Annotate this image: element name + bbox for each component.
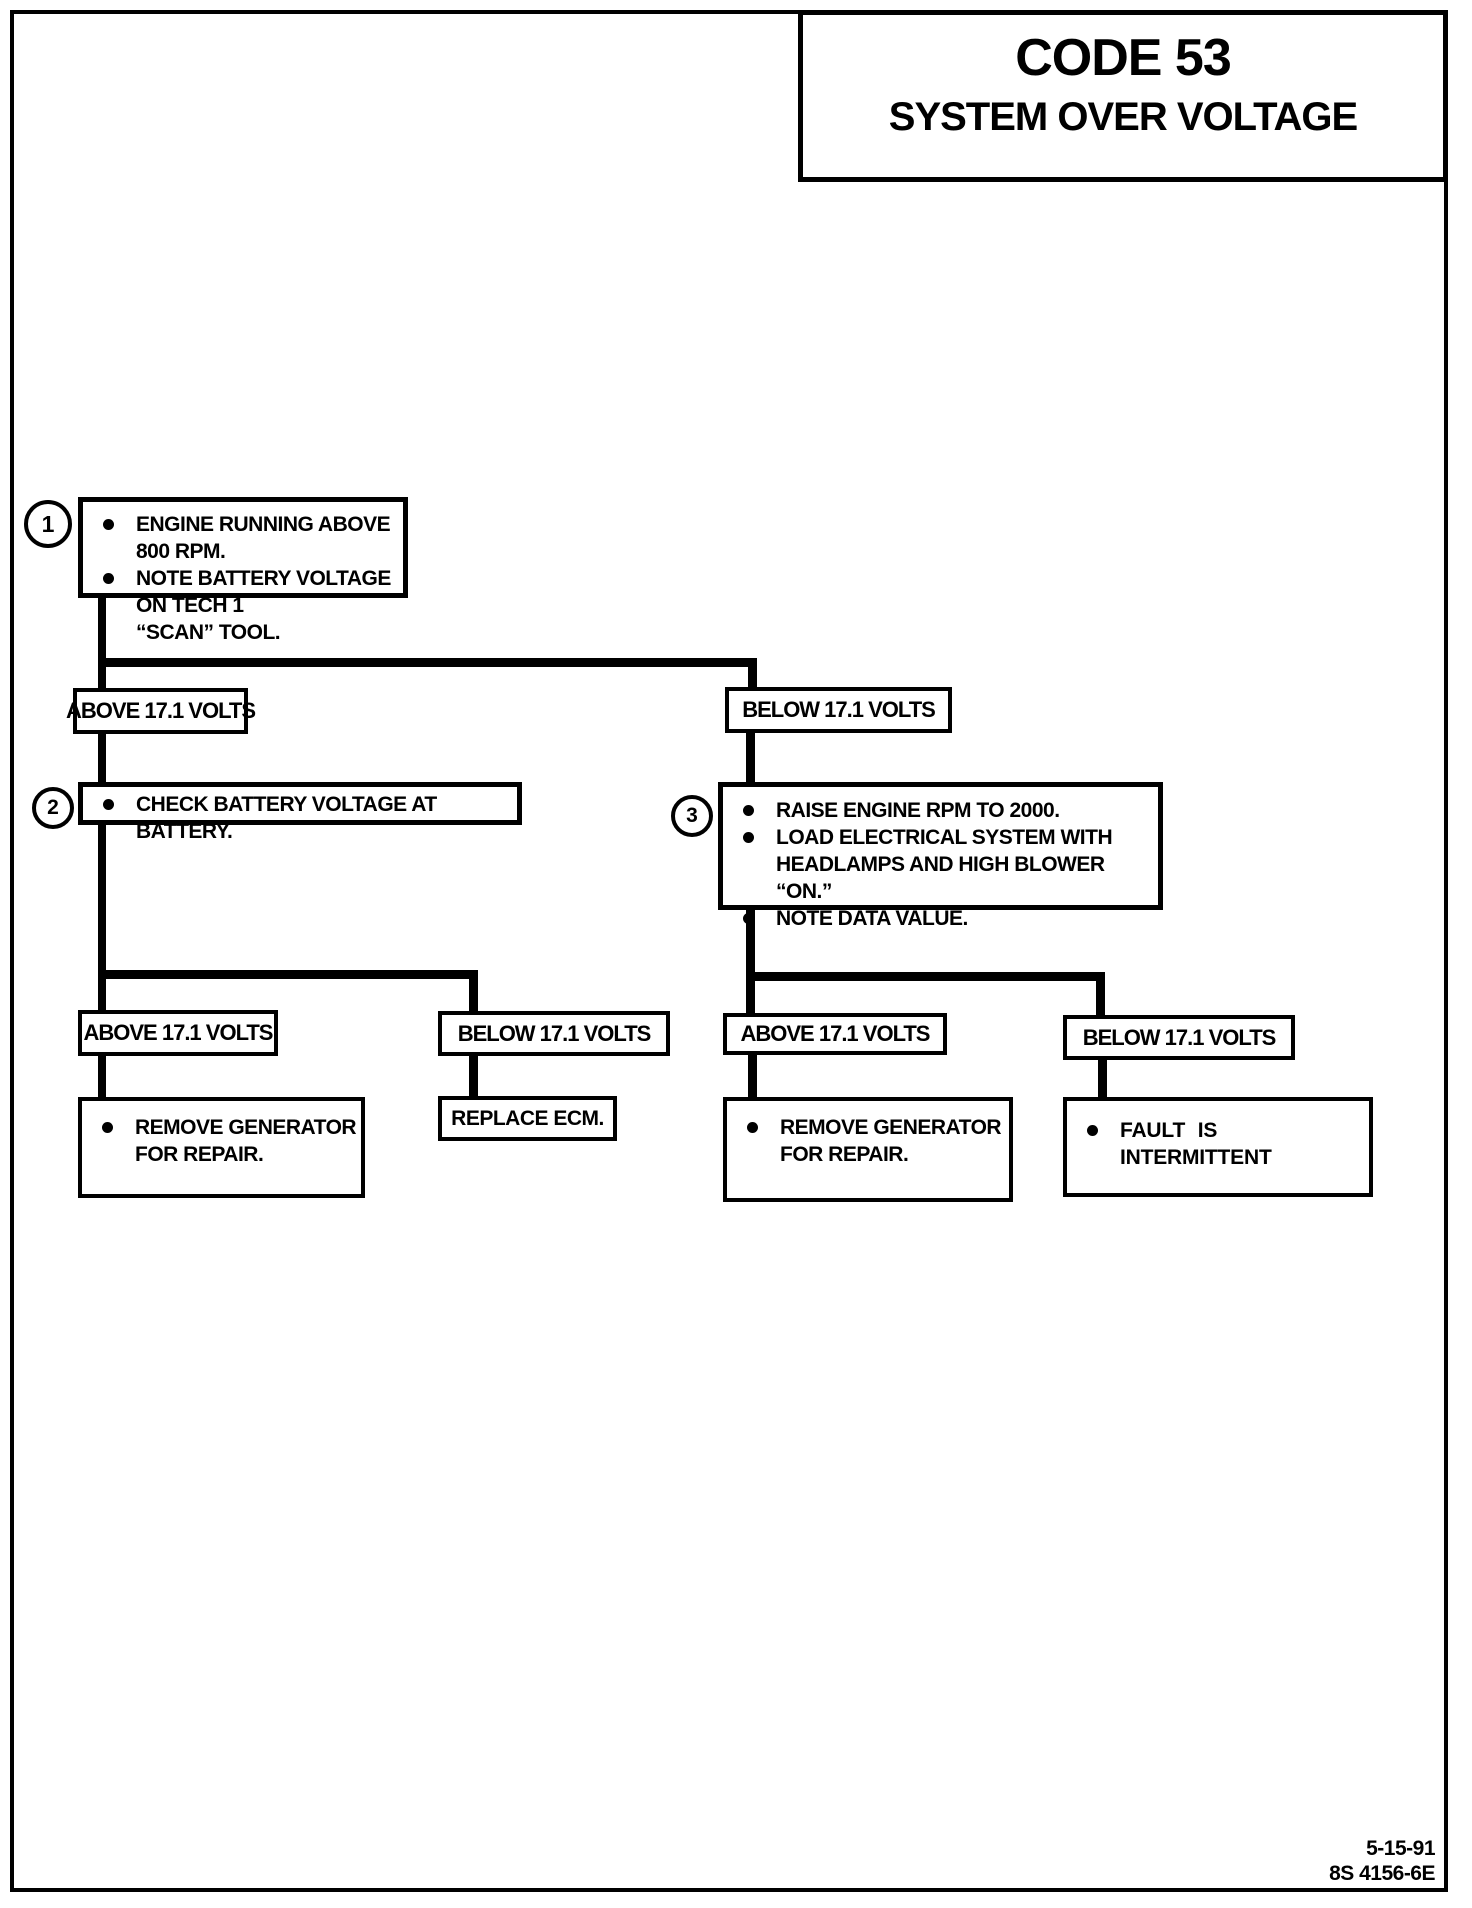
bullet-icon: [103, 573, 114, 584]
left-remove-generator-box: REMOVE GENERATOR FOR REPAIR.: [78, 1097, 365, 1198]
bullet-icon: [743, 805, 754, 816]
bullet-icon: [743, 832, 754, 843]
action-line-1: REMOVE GENERATOR: [135, 1116, 357, 1139]
left-below-volts-label: BELOW 17.1 VOLTS: [438, 1011, 670, 1056]
replace-ecm-box: REPLACE ECM.: [438, 1096, 617, 1141]
step-3-number: 3: [686, 804, 698, 827]
branch-label-text: BELOW 17.1 VOLTS: [742, 697, 936, 722]
step-2-number: 2: [47, 796, 59, 819]
connector-drop-right-2: [1096, 972, 1105, 1015]
step-3-box: RAISE ENGINE RPM TO 2000. LOAD ELECTRICA…: [718, 782, 1163, 930]
step-2-badge: 2: [32, 787, 74, 829]
branch-label-text: BELOW 17.1 VOLTS: [1082, 1024, 1277, 1050]
action-line-2: FOR REPAIR.: [780, 1143, 909, 1166]
connector-tick-left-1: [98, 733, 106, 782]
branch-label-text: ABOVE 17.1 VOLTS: [740, 1021, 931, 1046]
bullet-icon: [102, 1122, 113, 1133]
branch-label-text: ABOVE 17.1 VOLTS: [83, 1020, 274, 1045]
connector-hbar-right-2: [746, 972, 1105, 981]
left-above-volts-label: ABOVE 17.1 VOLTS: [78, 1010, 278, 1056]
step-1-number: 1: [41, 510, 55, 537]
connector-tick-left-3b: [469, 1056, 478, 1096]
right-above-volts-label: ABOVE 17.1 VOLTS: [723, 1013, 947, 1055]
step-3-item-1: RAISE ENGINE RPM TO 2000.: [776, 799, 1060, 822]
connector-tick-left-3a: [98, 1056, 106, 1097]
action-line-1: REPLACE ECM.: [451, 1107, 604, 1130]
bullet-icon: [1087, 1125, 1098, 1136]
bullet-icon: [103, 519, 114, 530]
right-below-volts-label: BELOW 17.1 VOLTS: [1063, 1015, 1295, 1060]
action-line-1: FAULT IS INTERMITTENT: [1120, 1119, 1272, 1169]
step-2-item-1: CHECK BATTERY VOLTAGE AT BATTERY.: [136, 793, 437, 843]
step-1-item-1: ENGINE RUNNING ABOVE 800 RPM.: [136, 513, 391, 563]
connector-tick-right-3a: [748, 1054, 757, 1097]
bullet-icon: [747, 1122, 758, 1133]
connector-tick-right-1: [746, 732, 755, 782]
title-box: CODE 53 SYSTEM OVER VOLTAGE: [798, 10, 1448, 182]
connector-drop-left-2: [469, 970, 478, 1011]
bullet-icon: [743, 913, 754, 924]
page-title: CODE 53: [1015, 29, 1232, 87]
step-1-badge: 1: [24, 500, 72, 548]
footer-block: 5-15-91 8S 4156-6E: [1329, 1836, 1435, 1886]
page-subtitle: SYSTEM OVER VOLTAGE: [888, 95, 1358, 139]
step-3-badge: 3: [671, 795, 713, 837]
step-1-item-2-line-1: NOTE BATTERY VOLTAGE ON TECH 1: [136, 567, 391, 617]
action-line-2: FOR REPAIR.: [135, 1143, 264, 1166]
branch-below-volts-label: BELOW 17.1 VOLTS: [725, 687, 952, 733]
step-1-item-2-line-2: “SCAN” TOOL.: [136, 621, 281, 644]
connector-tick-right-3b: [1098, 1060, 1107, 1097]
footer-date: 5-15-91: [1366, 1837, 1435, 1860]
connector-trunk-1: [98, 598, 106, 688]
branch-label-text: BELOW 17.1 VOLTS: [457, 1020, 652, 1046]
step-3-item-3: NOTE DATA VALUE.: [776, 907, 968, 930]
connector-trunk-left-2: [98, 825, 106, 1011]
step-1-box: ENGINE RUNNING ABOVE 800 RPM. NOTE BATTE…: [78, 497, 408, 644]
bullet-icon: [103, 799, 114, 810]
action-line-1: REMOVE GENERATOR: [780, 1116, 1002, 1139]
step-3-item-2-line-2: HEADLAMPS AND HIGH BLOWER “ON.”: [776, 853, 1105, 903]
branch-above-volts-label: ABOVE 17.1 VOLTS: [66, 688, 256, 734]
branch-label-text: ABOVE 17.1 VOLTS: [66, 698, 256, 723]
page-border: [10, 10, 1448, 1892]
connector-trunk-right-2: [746, 910, 755, 1013]
right-remove-generator-box: REMOVE GENERATOR FOR REPAIR.: [723, 1097, 1013, 1202]
step-3-item-2-line-1: LOAD ELECTRICAL SYSTEM WITH: [776, 826, 1113, 849]
connector-drop-right-1: [748, 658, 757, 688]
fault-intermittent-box: FAULT IS INTERMITTENT: [1063, 1097, 1373, 1197]
step-2-box: CHECK BATTERY VOLTAGE AT BATTERY.: [78, 782, 522, 843]
connector-hbar-1: [98, 658, 757, 667]
footer-doc-number: 8S 4156-6E: [1329, 1862, 1435, 1885]
connector-hbar-left-2: [98, 970, 478, 979]
